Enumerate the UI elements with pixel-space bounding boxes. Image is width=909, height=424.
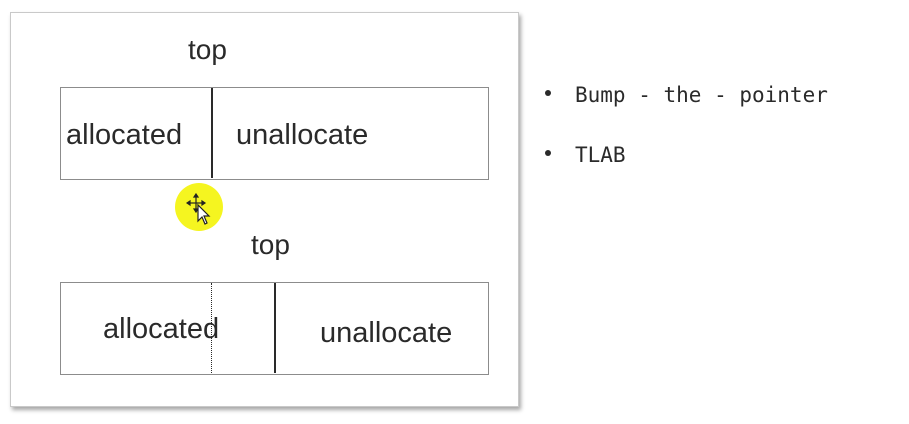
top-pointer-label: top xyxy=(188,34,227,65)
bottom-pointer-label: top xyxy=(251,229,290,260)
move-cursor-icon xyxy=(186,193,211,225)
memory-block-top: allocated unallocate xyxy=(60,87,489,180)
memory-block-bottom: allocated unallocate xyxy=(60,282,489,375)
bullet-text: Bump - the - pointer xyxy=(575,83,828,107)
bullet-list: Bump - the - pointer TLAB xyxy=(545,80,828,200)
bullet-item-bump-the-pointer: Bump - the - pointer xyxy=(545,80,828,110)
bullet-dot-icon xyxy=(545,90,551,96)
bottom-pointer-divider xyxy=(274,283,276,373)
unallocated-label-bottom: unallocate xyxy=(320,317,453,349)
top-pointer-divider xyxy=(211,88,213,178)
previous-pointer-divider xyxy=(211,283,212,373)
bullet-dot-icon xyxy=(545,150,551,156)
allocated-label-bottom: allocated xyxy=(103,313,220,345)
unallocated-label-top: unallocate xyxy=(236,119,369,151)
bullet-item-tlab: TLAB xyxy=(545,140,828,170)
bullet-text: TLAB xyxy=(575,143,626,167)
allocated-label-top: allocated xyxy=(66,119,183,151)
